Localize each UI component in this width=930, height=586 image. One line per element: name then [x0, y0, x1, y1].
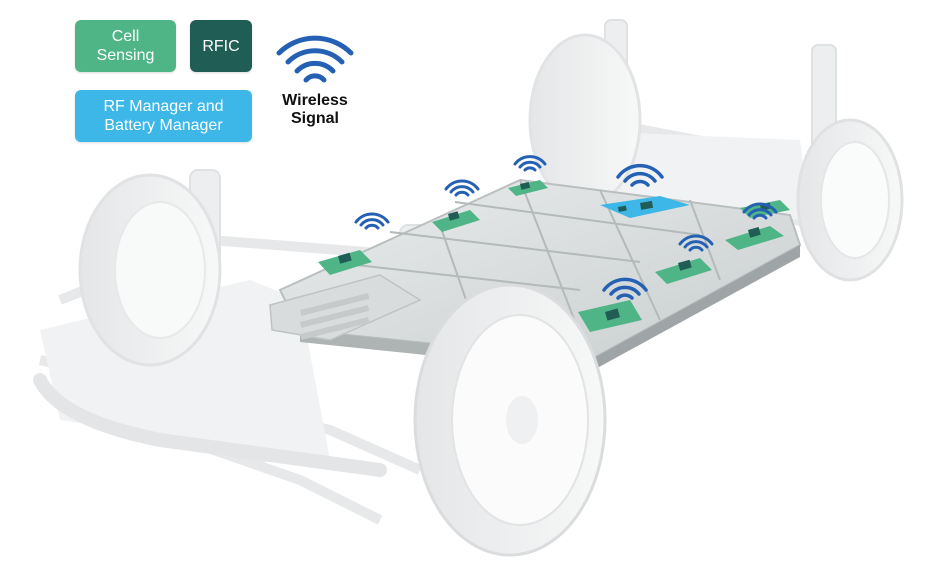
wireless-signals [354, 155, 778, 300]
rear-left-wheel [528, 33, 642, 207]
legend-wireless-signal: Wireless Signal [270, 30, 360, 130]
legend-rf-manager-label: RF Manager and Battery Manager [103, 98, 224, 134]
legend-cell-sensing: Cell Sensing [75, 20, 176, 72]
rfic-chips [337, 181, 772, 321]
wireless-signal-icon [444, 179, 480, 197]
wireless-signal-icon [513, 155, 547, 172]
rf-manager-module [600, 196, 690, 218]
legend-wireless-label: Wireless Signal [282, 92, 348, 127]
wireless-signal-icon [616, 163, 664, 187]
wireless-signal-icon [276, 35, 354, 83]
battery-pack [269, 178, 802, 372]
wireless-signal-icon [602, 277, 648, 300]
wireless-signal-icon [678, 234, 714, 252]
wireless-signal-icon [742, 202, 778, 220]
legend-rfic-label: RFIC [202, 37, 240, 55]
legend-cell-sensing-label: Cell Sensing [96, 28, 155, 64]
legend-rf-manager: RF Manager and Battery Manager [75, 90, 252, 142]
front-right-wheel [413, 283, 607, 557]
legend-rfic: RFIC [190, 20, 252, 72]
wireless-signal-icon [354, 212, 390, 230]
front-bumper [33, 373, 387, 477]
rear-right-wheel [796, 118, 904, 282]
front-left-wheel [78, 173, 222, 367]
